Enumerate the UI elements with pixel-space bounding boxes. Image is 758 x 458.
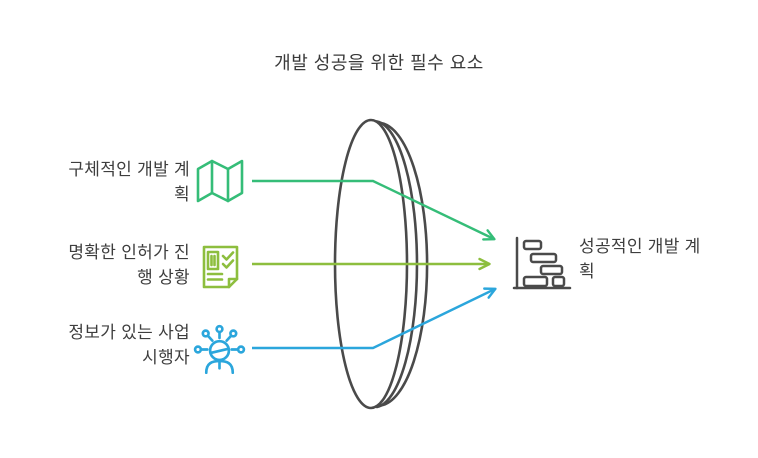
label-line: 획 xyxy=(579,262,595,281)
result-label-successful-plan: 성공적인 개발 계 획 xyxy=(579,234,754,284)
label-line: 행 상황 xyxy=(137,268,190,287)
label-line: 시행자 xyxy=(142,348,190,367)
connector-arrow-development-plan xyxy=(252,179,496,241)
label-line: 정보가 있는 사업 xyxy=(68,323,190,342)
diagram-title: 개발 성공을 위한 필수 요소 xyxy=(274,53,484,73)
gantt-chart-icon xyxy=(512,236,572,292)
map-icon xyxy=(196,157,244,205)
connector-arrow-informed-operator xyxy=(252,287,497,350)
label-line: 획 xyxy=(174,185,190,204)
factor-label-permit-status: 명확한 인허가 진 행 상황 xyxy=(20,240,190,290)
permit-checklist-icon xyxy=(196,243,244,291)
lens-shape xyxy=(333,118,429,410)
label-line: 명확한 인허가 진 xyxy=(68,243,190,262)
label-line: 성공적인 개발 계 xyxy=(579,237,701,256)
factor-label-development-plan: 구체적인 개발 계 획 xyxy=(20,157,190,207)
label-line: 구체적인 개발 계 xyxy=(68,160,190,179)
factor-label-informed-operator: 정보가 있는 사업 시행자 xyxy=(20,320,190,370)
networked-person-icon xyxy=(193,323,246,376)
